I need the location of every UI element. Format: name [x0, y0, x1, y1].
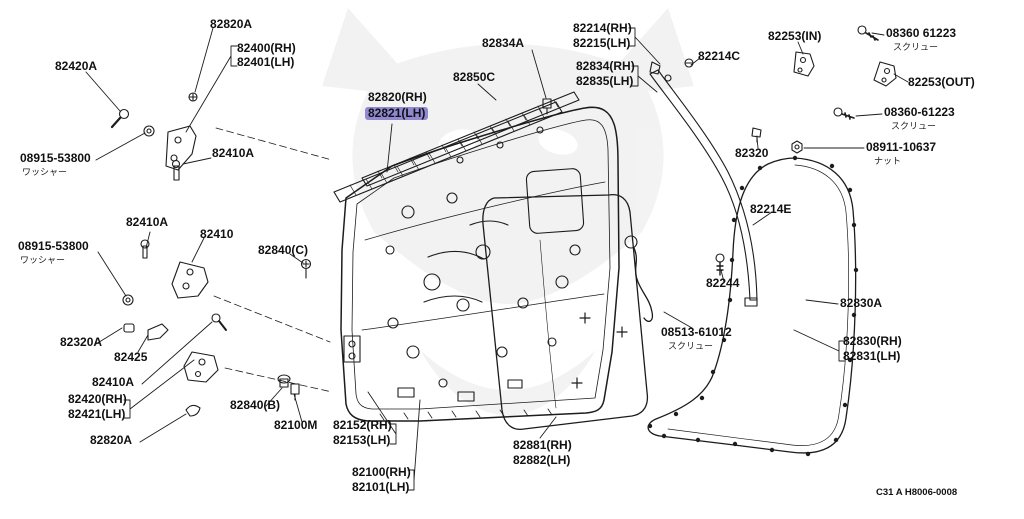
label-82152-rh: 82152(RH) [333, 418, 392, 432]
label-82421-lh: 82421(LH) [68, 407, 126, 421]
label-82101-lh: 82101(LH) [352, 480, 410, 494]
label-82253-out: 82253(OUT) [908, 75, 975, 89]
weatherstrip-seal [647, 155, 859, 457]
label-82882-lh: 82882(LH) [513, 453, 571, 467]
door-trim-panel [482, 193, 649, 430]
label-82244: 82244 [706, 276, 740, 290]
label-82214-rh: 82214(RH) [573, 21, 632, 35]
label-82100-rh: 82100(RH) [352, 465, 411, 479]
label-82850c: 82850C [453, 70, 496, 84]
label-82214c: 82214C [698, 49, 741, 63]
label-washer-lower: ワッシャー [20, 255, 66, 265]
label-82881-rh: 82881(RH) [513, 438, 572, 452]
plus-marks [571, 312, 628, 389]
label-08915-53800-upper: 08915-53800 [20, 151, 91, 165]
label-08360-61223-mid: 08360-61223 [884, 105, 955, 119]
glass-run-channel [649, 69, 758, 307]
label-08915-53800-lower: 08915-53800 [18, 239, 89, 253]
label-washer-upper: ワッシャー [22, 167, 68, 177]
label-82153-lh: 82153(LH) [333, 433, 391, 447]
label-08911-10637: 08911-10637 [866, 140, 937, 154]
label-82830a: 82830A [840, 296, 883, 310]
label-82320a: 82320A [60, 335, 103, 349]
fastener-parts-right [542, 25, 897, 276]
label-82420-rh: 82420(RH) [68, 392, 127, 406]
label-82410a-mid: 82410A [126, 215, 169, 229]
label-screw-lower: スクリュー [668, 341, 714, 351]
door-inner-panel [340, 106, 620, 422]
label-screw-mid: スクリュー [891, 121, 937, 131]
label-82840b: 82840(B) [230, 398, 281, 412]
label-82834-rh: 82834(RH) [576, 59, 635, 73]
label-82410a-lower: 82410A [92, 375, 135, 389]
label-82831-lh: 82831(LH) [843, 349, 901, 363]
sash-molding-strips [333, 91, 580, 203]
construction-lines [213, 127, 333, 393]
label-82400-rh: 82400(RH) [237, 41, 296, 55]
label-screw-top: スクリュー [893, 42, 939, 52]
label-82820a-bottom: 82820A [90, 433, 133, 447]
label-82830-rh: 82830(RH) [843, 334, 902, 348]
label-82320: 82320 [735, 146, 769, 160]
label-82401-lh: 82401(LH) [237, 55, 295, 69]
label-82820a-top: 82820A [210, 17, 253, 31]
label-82100m: 82100M [274, 418, 318, 432]
hinge-and-fastener-parts-left [110, 92, 312, 417]
regulator-cable [624, 235, 654, 323]
label-82420a: 82420A [55, 59, 98, 73]
label-82835-lh: 82835(LH) [576, 74, 634, 88]
label-82410: 82410 [200, 227, 234, 241]
label-82214e: 82214E [750, 202, 792, 216]
label-82834a: 82834A [482, 36, 525, 50]
label-82840c: 82840(C) [258, 243, 309, 257]
label-82425: 82425 [114, 350, 148, 364]
label-nut: ナット [874, 156, 902, 166]
weatherstrip-clips [647, 155, 859, 457]
leader-lines [85, 27, 909, 491]
label-08360-61223-top: 08360 61223 [886, 26, 957, 40]
label-82820-rh: 82820(RH) [368, 90, 427, 104]
label-82215-lh: 82215(LH) [573, 36, 631, 50]
label-82821-lh: 82821(LH) [365, 106, 429, 121]
label-82410a-upper: 82410A [212, 146, 255, 160]
label-08513-61012: 08513-61012 [661, 325, 732, 339]
diagram-reference-code: C31 A H8006-0008 [876, 487, 958, 498]
label-82253-in: 82253(IN) [768, 29, 822, 43]
